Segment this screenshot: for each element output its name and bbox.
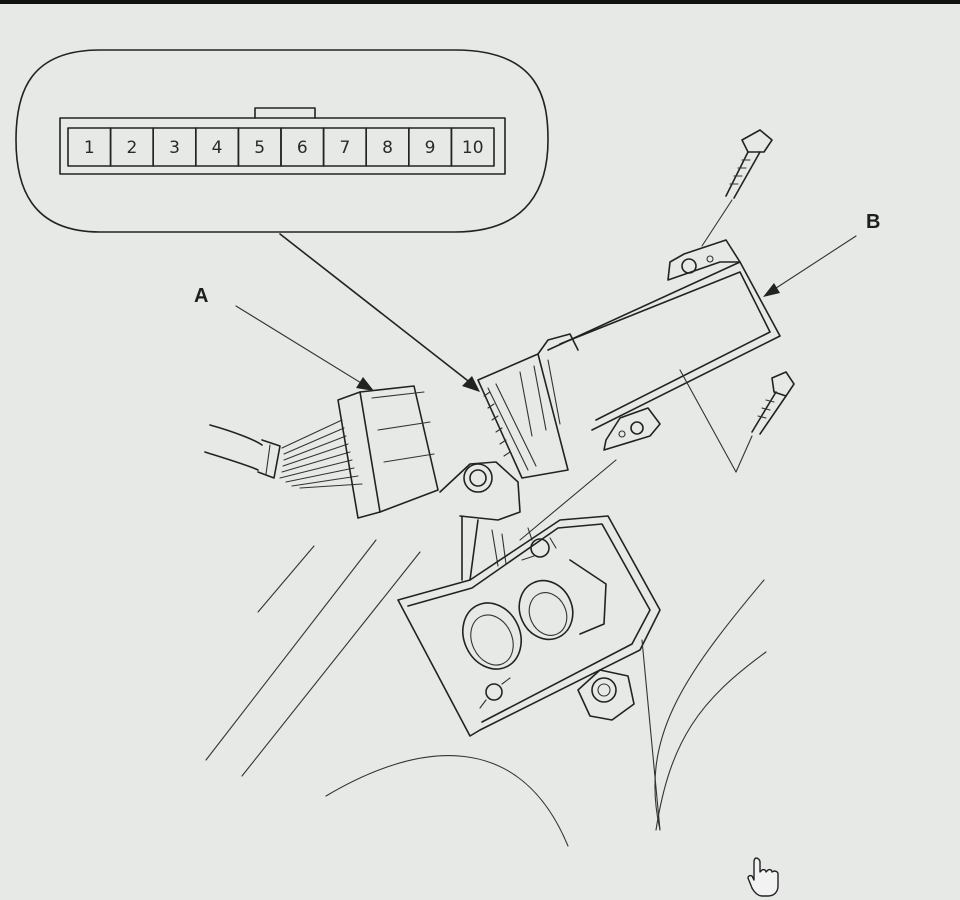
face-view-leader bbox=[279, 233, 480, 392]
screw-lower bbox=[751, 371, 795, 435]
pin-label-10: 10 bbox=[462, 138, 484, 158]
callout-a-label: A bbox=[194, 285, 208, 307]
body-panel-lines bbox=[205, 539, 767, 847]
screw-leader-lines bbox=[679, 369, 753, 473]
pin-label-9: 9 bbox=[425, 138, 436, 158]
pin-label-8: 8 bbox=[382, 138, 393, 158]
connector-face-view: 1 2 3 4 5 6 7 8 9 10 bbox=[15, 49, 549, 233]
pin-cells: 1 2 3 4 5 6 7 8 9 10 bbox=[67, 127, 495, 167]
hand-cursor-icon[interactable] bbox=[747, 857, 779, 897]
harness-connector-a bbox=[204, 385, 439, 519]
pin-label-7: 7 bbox=[339, 138, 350, 158]
callout-b: B bbox=[763, 211, 880, 297]
module-b bbox=[477, 239, 781, 479]
screw-upper bbox=[701, 129, 773, 247]
pin-label-4: 4 bbox=[212, 138, 223, 158]
pin-label-1: 1 bbox=[84, 138, 95, 158]
pin-cell-10 bbox=[450, 127, 495, 167]
callout-b-label: B bbox=[866, 211, 880, 233]
pin-label-6: 6 bbox=[297, 138, 308, 158]
pin-label-5: 5 bbox=[254, 138, 265, 158]
callout-a: A bbox=[194, 285, 374, 391]
pin-label-2: 2 bbox=[126, 138, 137, 158]
mounting-bracket bbox=[397, 459, 661, 737]
top-border bbox=[0, 0, 960, 4]
pin-label-3: 3 bbox=[169, 138, 180, 158]
